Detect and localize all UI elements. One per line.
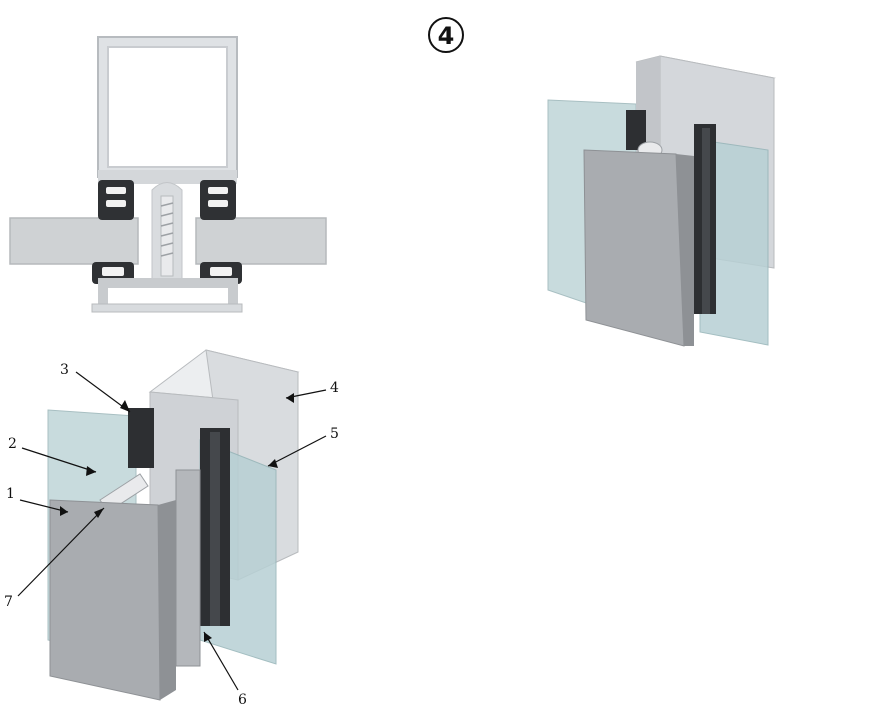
isometric-render-labelled bbox=[47, 349, 300, 701]
callout-3: 3 bbox=[60, 362, 69, 378]
isometric-render-top-right bbox=[547, 55, 776, 347]
callout-1: 1 bbox=[6, 486, 15, 502]
figure-number: 4 bbox=[438, 22, 455, 50]
callout-leaders bbox=[17, 371, 327, 691]
cross-section-drawing bbox=[9, 36, 327, 313]
callout-arrowheads bbox=[60, 393, 294, 642]
figure-number-badge: 4 bbox=[428, 17, 464, 53]
callout-2: 2 bbox=[8, 436, 17, 452]
callout-5: 5 bbox=[330, 426, 339, 442]
callout-6: 6 bbox=[238, 692, 247, 708]
callout-7: 7 bbox=[4, 594, 13, 610]
callout-4: 4 bbox=[330, 380, 339, 396]
